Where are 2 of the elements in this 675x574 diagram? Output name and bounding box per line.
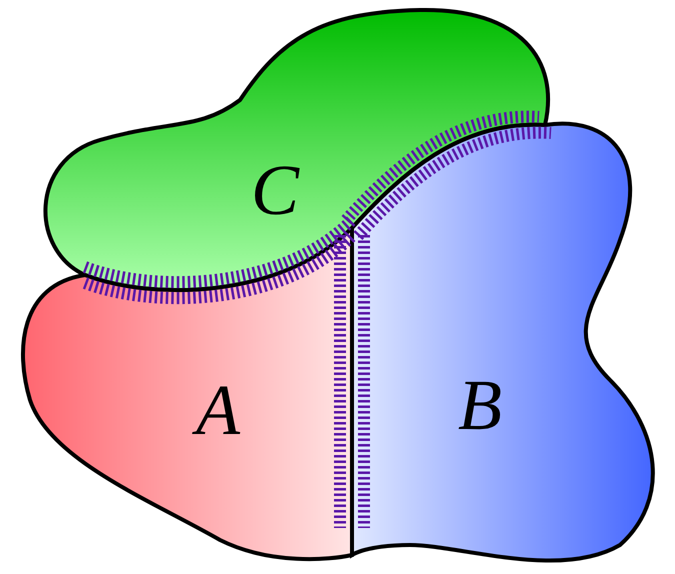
region-label: C bbox=[250, 154, 300, 226]
region-label: B bbox=[458, 369, 502, 441]
